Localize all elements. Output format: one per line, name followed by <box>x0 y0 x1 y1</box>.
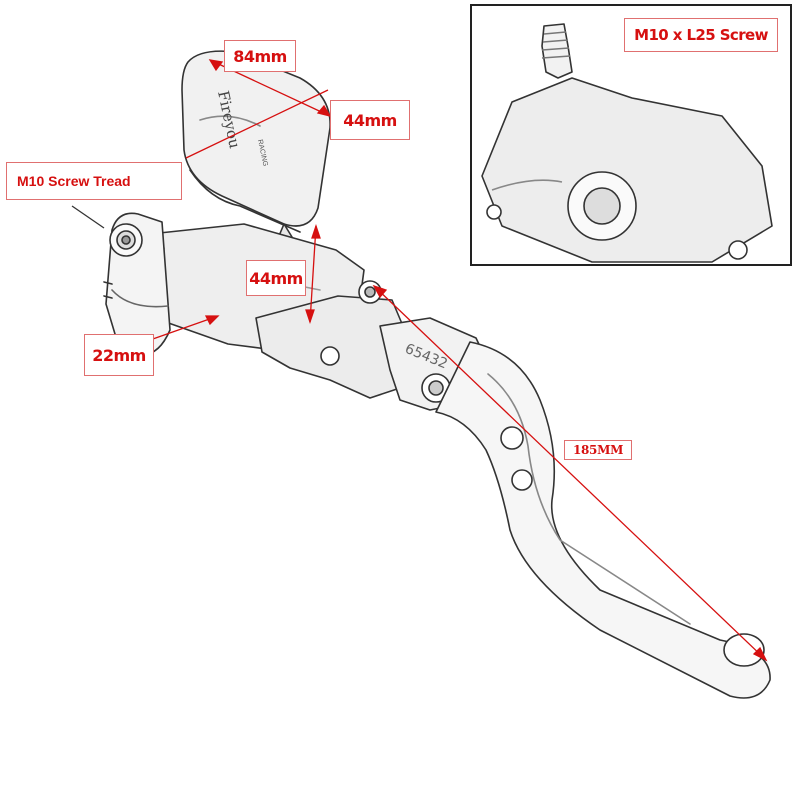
inset-sketch <box>481 23 773 263</box>
label-width-top: 84mm <box>224 40 296 72</box>
label-inset-screw: M10 x L25 Screw <box>624 18 778 52</box>
dim-line-clamp <box>149 315 219 341</box>
label-reservoir-height: 44mm <box>330 100 410 140</box>
label-mirror-thread: M10 Screw Tread <box>6 162 182 200</box>
master-cylinder-detail-icon <box>481 77 773 263</box>
label-lever-length: 185MM <box>564 440 632 460</box>
dim-line-body-height <box>309 225 317 323</box>
reservoir-icon <box>181 50 331 227</box>
label-body-height: 44mm <box>246 260 306 296</box>
brake-lever-icon <box>435 341 771 699</box>
dim-line-thread <box>71 205 105 229</box>
dim-line-width-top <box>185 89 329 159</box>
label-clamp-diameter: 22mm <box>84 334 154 376</box>
dim-line-lever <box>373 285 767 661</box>
